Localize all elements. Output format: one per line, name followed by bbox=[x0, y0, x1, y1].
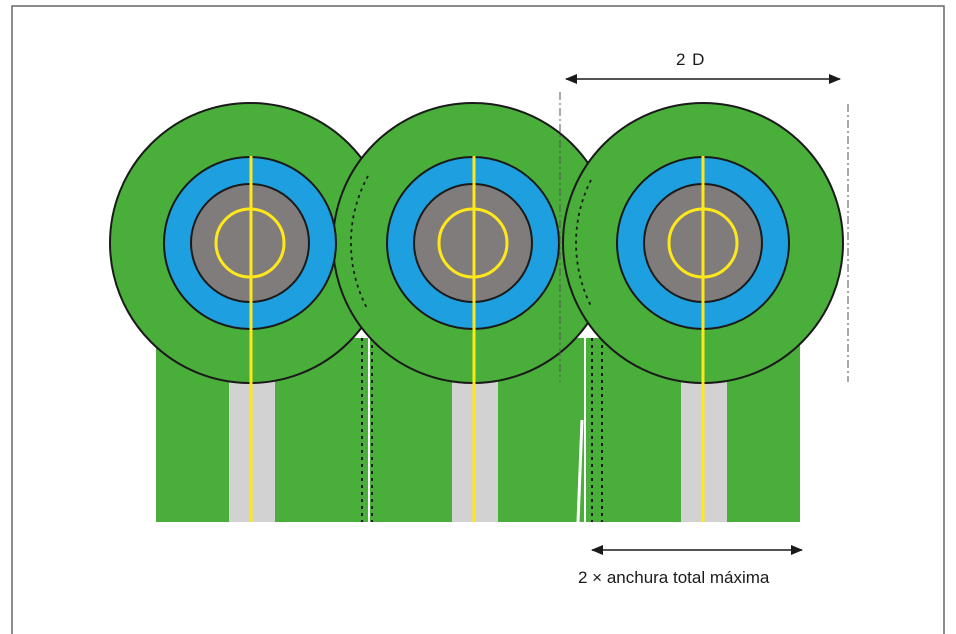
overlap-arc-right bbox=[575, 179, 592, 307]
frame-border bbox=[11, 5, 945, 634]
dimension-label-width: 2 × anchura total máxima bbox=[578, 568, 770, 587]
band-gap-line bbox=[576, 419, 584, 523]
dimension-label-2d: 2 D bbox=[676, 50, 706, 69]
